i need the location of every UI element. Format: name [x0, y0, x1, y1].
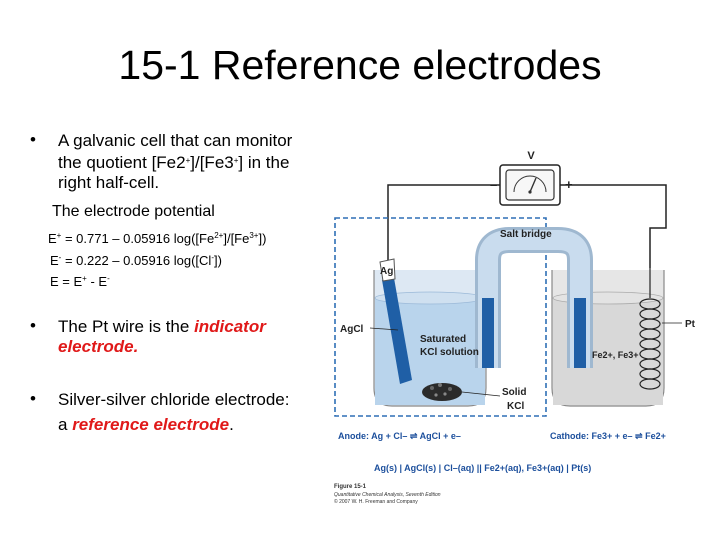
bullet-2-text: The Pt wire is the: [58, 317, 195, 336]
ag-label: Ag: [380, 266, 393, 277]
silver-electrode: [379, 258, 412, 384]
bullet-3-text: a: [58, 415, 73, 434]
kcl-label: KCl: [507, 401, 524, 412]
eq1-sup-2: 2+: [214, 231, 224, 240]
eq2-a: E: [50, 253, 59, 268]
cathode-reaction: Cathode: Fe3+ + e– ⇌ Fe2+: [550, 431, 666, 441]
equation-e-plus: E+ = 0.771 – 0.05916 log([Fe2+]/[Fe3+]): [48, 231, 266, 246]
bullet-1-sup-1: +: [185, 156, 191, 165]
eq2-c: ]): [214, 253, 222, 268]
eq2-sup-1: -: [58, 253, 62, 262]
reference-electrode-box: [334, 217, 547, 417]
bullet-marker: •: [30, 316, 36, 335]
wire-left: [387, 184, 500, 268]
bullet-marker: •: [30, 130, 36, 149]
bullet-2: The Pt wire is the indicator electrode.: [58, 317, 266, 357]
bullet-1-line-1: A galvanic cell that can monitor: [58, 131, 293, 150]
eq1-d: ]): [258, 231, 267, 246]
solid-kcl-crystals: [422, 383, 462, 401]
bullet-1-text-c: ] in the: [238, 153, 290, 172]
bullet-2-highlight-1: indicator: [194, 317, 266, 336]
kcl-solution-label: KCl solution: [420, 347, 479, 358]
eq1-b: = 0.771 – 0.05916 log([Fe: [61, 231, 215, 246]
galvanic-cell-diagram: V – + Salt bridge Ag AgCl Solid KCl: [334, 150, 696, 473]
eq3-sup-2: -: [107, 274, 110, 283]
platinum-coil: [639, 268, 661, 390]
potential-label: The electrode potential: [52, 203, 215, 220]
figure-copyright: © 2007 W. H. Freeman and Company: [334, 499, 418, 505]
equation-e-total: E = E+ - E-: [50, 274, 110, 289]
agcl-label: AgCl: [340, 324, 364, 335]
bullet-3: Silver-silver chloride electrode: a refe…: [58, 390, 289, 435]
slide-title: 15-1 Reference electrodes: [118, 42, 602, 88]
bullet-3-line-1: Silver-silver chloride electrode:: [58, 390, 290, 409]
bullet-3-line-2: a reference electrode.: [58, 415, 289, 435]
equation-e-minus: E- = 0.222 – 0.05916 log([Cl-]): [50, 253, 222, 268]
bullet-2-highlight-2: electrode.: [58, 337, 139, 356]
pt-label: Pt: [685, 319, 696, 330]
salt-bridge: [475, 227, 593, 368]
saturated-label: Saturated: [420, 334, 466, 345]
wire-right: [560, 184, 667, 268]
figure-number: Figure 15-1: [334, 484, 367, 490]
eq2-b: = 0.222 – 0.05916 log([Cl: [61, 253, 212, 268]
bullet-1-line-3: right half-cell.: [58, 173, 160, 192]
eq1-c: ]/[Fe: [223, 231, 250, 246]
anode-reaction: Anode: Ag + Cl– ⇌ AgCl + e–: [338, 431, 461, 441]
bullet-3-highlight: reference electrode: [72, 415, 230, 434]
fe-ions-label: Fe2+, Fe3+: [592, 350, 639, 360]
figure-book-title: Quantitative Chemical Analysis, Seventh …: [334, 492, 441, 498]
agcl-pointer: [369, 327, 399, 331]
bullet-2-line-1: The Pt wire is the indicator: [58, 317, 266, 337]
eq3-sup-1: +: [82, 274, 87, 283]
eq3-b: - E: [86, 274, 108, 289]
eq1-sup-3: 3+: [249, 231, 259, 240]
bullet-1-text-a: the quotient [Fe2: [58, 153, 186, 172]
eq1-sup-1: +: [56, 231, 62, 240]
bullet-1-sup-2: +: [233, 156, 239, 165]
salt-bridge-label: Salt bridge: [500, 229, 552, 240]
eq1-a: E: [48, 231, 57, 246]
bullet-1: A galvanic cell that can monitor the quo…: [58, 131, 292, 193]
bullet-1-line-2: the quotient [Fe2+]/[Fe3+] in the: [58, 151, 292, 173]
solid-label: Solid: [502, 387, 526, 398]
eq2-sup-2: -: [211, 253, 214, 262]
cell-notation: Ag(s) | AgCl(s) | Cl–(aq) || Fe2+(aq), F…: [374, 463, 591, 473]
solid-kcl-pointer: [461, 391, 501, 397]
bullet-3-period: .: [229, 415, 234, 434]
bullet-marker: •: [30, 389, 36, 408]
voltmeter: [499, 164, 561, 206]
voltmeter-label: V: [527, 150, 535, 162]
bullet-1-text-b: ]/[Fe3: [190, 153, 234, 172]
eq3-a: E = E: [50, 274, 83, 289]
